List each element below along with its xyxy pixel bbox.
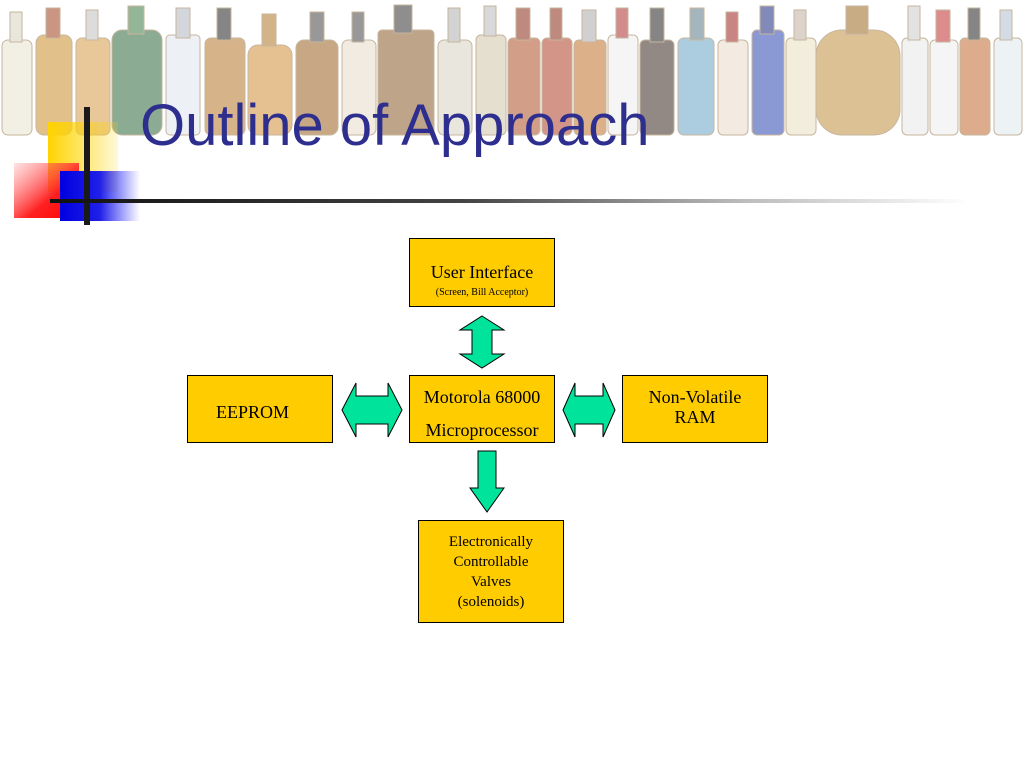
ram-label-line2: RAM	[674, 407, 716, 427]
valves-label-line1: Electronically	[448, 534, 534, 550]
decorative-squares	[14, 107, 140, 225]
processor-label-line1: Motorola 68000	[423, 387, 541, 407]
eeprom-box: EEPROM	[187, 375, 333, 443]
user-interface-label: User Interface	[430, 262, 534, 282]
processor-ram-double-arrow	[562, 382, 616, 438]
title-underline	[50, 199, 970, 203]
eeprom-label: EEPROM	[216, 402, 290, 422]
user-interface-sublabel: (Screen, Bill Acceptor)	[435, 287, 529, 298]
eeprom-processor-double-arrow	[341, 382, 403, 438]
slide-title: Outline of Approach	[140, 93, 650, 158]
processor-box: Motorola 68000 Microprocessor	[409, 375, 555, 443]
processor-label-line2: Microprocessor	[425, 420, 539, 440]
ui-processor-double-arrow	[458, 315, 506, 369]
valves-label-line3: Valves	[471, 574, 511, 590]
processor-valves-arrow	[469, 450, 505, 513]
valves-label-line4: (solenoids)	[457, 594, 525, 610]
bottles-banner-image	[1, 4, 1023, 136]
ram-label-line1: Non-Volatile	[648, 387, 742, 407]
user-interface-box: User Interface (Screen, Bill Acceptor)	[409, 238, 555, 307]
valves-label-line2: Controllable	[453, 554, 529, 570]
valves-box: Electronically Controllable Valves (sole…	[418, 520, 564, 623]
nonvolatile-ram-box: Non-Volatile RAM	[622, 375, 768, 443]
